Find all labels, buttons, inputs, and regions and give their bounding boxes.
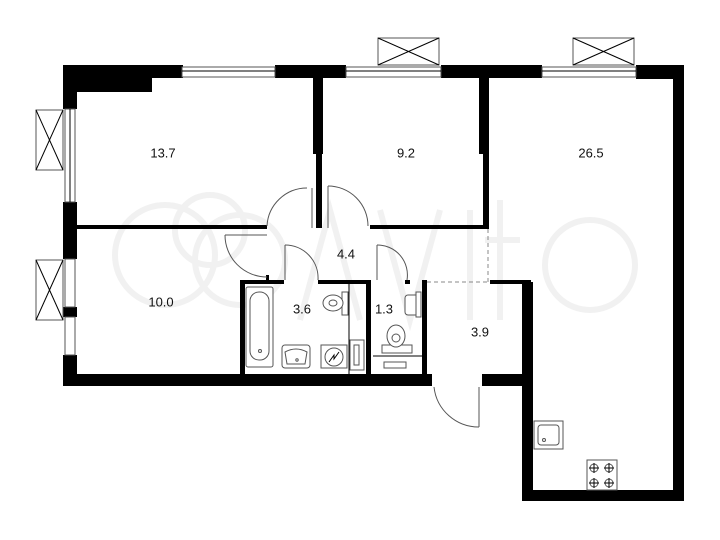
window-top-1 (181, 66, 276, 78)
ac-unit-icon (572, 37, 635, 66)
zone-boundaries (427, 229, 490, 283)
door-bedroom-1 (266, 187, 313, 228)
window-top-3 (541, 66, 637, 78)
shelf-icon (383, 361, 407, 369)
sink-icon (281, 344, 311, 369)
doors (224, 185, 480, 428)
window-left-3 (64, 316, 76, 356)
ac-unit-icon (35, 259, 64, 321)
ac-units (35, 37, 635, 321)
room-area-toilet: 1.3 (375, 301, 393, 316)
fixtures (245, 284, 618, 491)
room-area-bedroom-1: 13.7 (150, 145, 175, 160)
door-bedroom-2 (327, 185, 369, 228)
room-labels: 13.7 9.2 26.5 10.0 4.4 3.6 1.3 3.9 (148, 145, 603, 339)
room-area-bedroom-2: 9.2 (397, 145, 415, 160)
washing-machine-icon (320, 344, 348, 369)
kitchen-sink-icon (533, 420, 564, 450)
window-top-2 (345, 66, 442, 78)
ac-unit-icon (377, 37, 440, 66)
ac-unit-icon (35, 109, 64, 171)
walls (63, 65, 684, 501)
room-area-living-kitchen: 26.5 (578, 145, 603, 160)
door-entrance (433, 386, 480, 428)
room-area-bathroom: 3.6 (293, 301, 311, 316)
room-area-entrance: 3.9 (471, 324, 489, 339)
toilet-icon (322, 291, 349, 316)
sink-icon (404, 291, 422, 318)
cabinet-icon (348, 284, 365, 374)
room-area-hallway: 4.4 (337, 246, 355, 261)
door-toilet (376, 244, 408, 281)
door-bedroom-3 (224, 234, 268, 278)
window-left-2 (64, 258, 76, 308)
room-area-bedroom-3: 10.0 (148, 294, 173, 309)
windows (64, 66, 637, 356)
bathtub-icon (245, 286, 274, 368)
toilet-icon (373, 324, 422, 357)
stove-icon (586, 459, 618, 491)
door-bathroom (284, 244, 319, 281)
